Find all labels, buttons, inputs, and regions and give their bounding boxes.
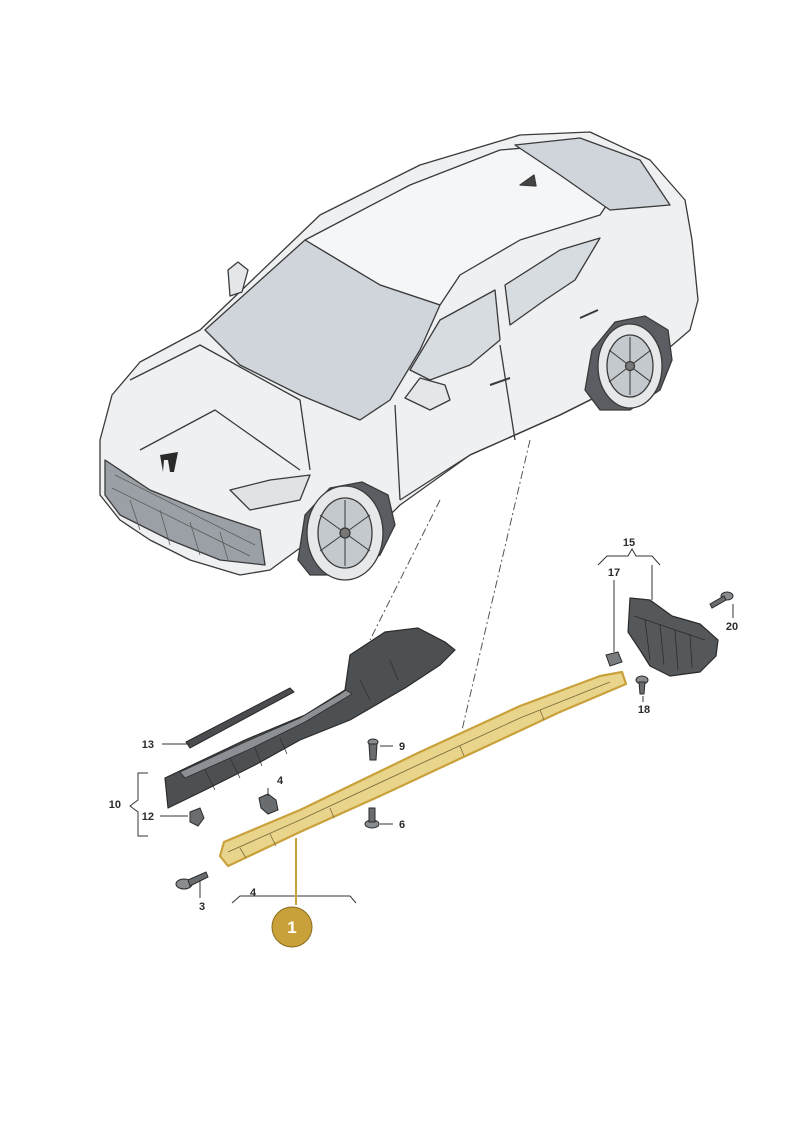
car-door-line-front bbox=[394, 404, 401, 501]
callout-18: 18 bbox=[638, 704, 650, 716]
car-rocker-line bbox=[399, 394, 601, 501]
callout-13: 13 bbox=[142, 739, 154, 751]
car-hood-line bbox=[129, 344, 311, 471]
bracket-part-15 bbox=[627, 597, 719, 677]
callout-10: 10 bbox=[109, 799, 121, 811]
bracket-part-15-ribs bbox=[633, 615, 706, 671]
car-headlight bbox=[229, 474, 311, 511]
rocker-strip-details bbox=[239, 709, 545, 859]
screw-part-18 bbox=[635, 675, 649, 695]
car-rear-side-window bbox=[504, 237, 601, 326]
car-door-handle-front bbox=[489, 377, 511, 386]
car-door-line-rear bbox=[499, 344, 516, 441]
part-1-badge-label: 1 bbox=[287, 918, 296, 937]
callout-4-clip: 4 bbox=[277, 775, 284, 787]
car-rear-wheel bbox=[597, 323, 663, 409]
callout-6: 6 bbox=[399, 819, 405, 831]
car-door-handle-rear bbox=[579, 309, 599, 319]
clip-part-4 bbox=[258, 793, 279, 815]
leader-lines bbox=[369, 439, 531, 731]
screw-part-3 bbox=[175, 871, 209, 890]
clip-part-17 bbox=[605, 651, 623, 667]
door-sill-cover-top-face bbox=[179, 689, 353, 779]
screw-part-20 bbox=[709, 591, 734, 609]
callout-labels: 13 9 6 10 12 4 3 4 15 17 18 20 bbox=[109, 537, 738, 913]
leader-line-door-sill bbox=[369, 499, 441, 641]
car-rear-window bbox=[514, 137, 671, 211]
car-front-grille bbox=[104, 459, 266, 566]
rocker-strip-outline bbox=[218, 670, 628, 868]
part-1-badge[interactable]: 1 bbox=[271, 906, 313, 948]
vehicle-illustration bbox=[99, 131, 699, 581]
callout-3: 3 bbox=[199, 901, 205, 913]
callout-12: 12 bbox=[142, 811, 154, 823]
callout-20: 20 bbox=[726, 621, 738, 633]
cupra-logo-icon bbox=[160, 452, 178, 472]
bracket-10 bbox=[129, 772, 148, 837]
car-windshield bbox=[204, 239, 441, 421]
rocker-strip-inner-edge bbox=[227, 681, 611, 853]
clip-part-12 bbox=[189, 807, 205, 827]
callout-15: 15 bbox=[623, 537, 635, 549]
car-side-mirror bbox=[404, 377, 451, 411]
car-antenna bbox=[519, 174, 537, 187]
bracket-15 bbox=[597, 547, 661, 566]
callout-4-bracket: 4 bbox=[250, 887, 257, 899]
callout-9: 9 bbox=[399, 741, 405, 753]
screw-part-6 bbox=[364, 807, 380, 829]
car-left-mirror bbox=[227, 261, 249, 297]
trim-strip-part-13 bbox=[185, 687, 295, 749]
screw-part-9 bbox=[367, 738, 379, 761]
callout-17: 17 bbox=[608, 567, 620, 579]
car-hood-crease bbox=[139, 409, 301, 471]
leader-line-rocker-strip bbox=[461, 439, 531, 731]
door-sill-cover-ribs bbox=[204, 659, 399, 791]
part-1-badge-circle bbox=[271, 906, 313, 948]
car-front-side-window bbox=[409, 289, 501, 381]
callout-leaders bbox=[129, 547, 734, 905]
car-front-wheel bbox=[306, 485, 384, 581]
rocker-panel-strip-part-1 bbox=[218, 670, 628, 868]
car-grille-mesh bbox=[111, 474, 256, 561]
